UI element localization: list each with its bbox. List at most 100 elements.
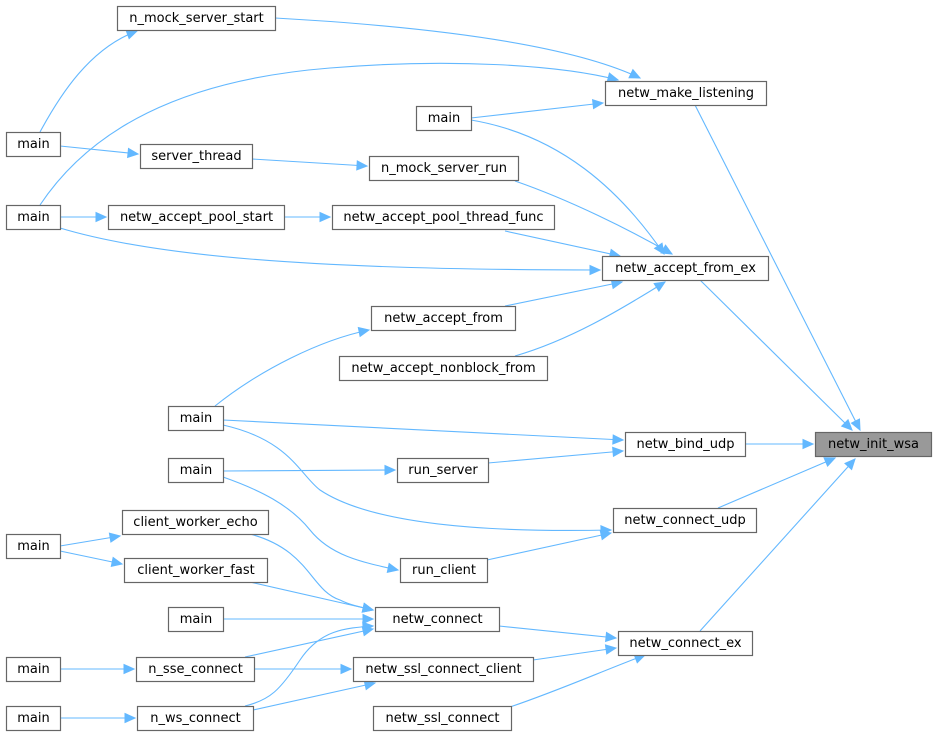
node-label: main	[17, 137, 49, 152]
arrowhead-icon	[653, 242, 665, 256]
node-netw_ssl_connect[interactable]: netw_ssl_connect	[372, 705, 513, 732]
node-label: main	[17, 711, 49, 726]
node-label: client_worker_echo	[133, 515, 257, 530]
edge-server_thread-to-n_mock_server_run	[251, 158, 368, 167]
node-netw_connect_udp[interactable]: netw_connect_udp	[612, 507, 758, 534]
node-box[interactable]	[374, 606, 501, 633]
node-netw_accept_nonblock_from[interactable]: netw_accept_nonblock_from	[338, 355, 549, 382]
edge-n_ws_connect-to-netw_connect	[244, 625, 374, 707]
node-main_g[interactable]: main	[167, 606, 225, 633]
node-label: main	[17, 210, 49, 225]
node-netw_accept_from[interactable]: netw_accept_from	[370, 305, 517, 332]
node-main_a[interactable]: main	[5, 131, 62, 158]
node-server_thread[interactable]: server_thread	[139, 143, 254, 170]
node-box[interactable]	[139, 143, 254, 170]
node-netw_accept_pool_thread_func[interactable]: netw_accept_pool_thread_func	[331, 204, 556, 231]
arrowhead-icon	[653, 281, 667, 293]
edge-main_b-to-netw_make_listening	[39, 62, 619, 206]
node-main_i[interactable]: main	[5, 705, 62, 732]
node-box[interactable]	[624, 431, 747, 458]
edge-netw_connect-to-netw_connect_ex	[498, 625, 617, 639]
node-netw_connect_ex[interactable]: netw_connect_ex	[617, 630, 754, 657]
node-box[interactable]	[136, 705, 255, 732]
edge-main_d-to-netw_bind_udp	[222, 419, 624, 441]
arrowhead-icon	[95, 211, 108, 223]
node-box[interactable]	[123, 557, 269, 584]
node-label: main	[180, 463, 212, 478]
node-box[interactable]	[352, 656, 535, 683]
node-box[interactable]	[135, 656, 256, 683]
node-box[interactable]	[370, 305, 517, 332]
node-box[interactable]	[107, 204, 286, 231]
node-box[interactable]	[338, 355, 549, 382]
node-box[interactable]	[399, 557, 489, 584]
node-box[interactable]	[415, 105, 473, 132]
node-main_d[interactable]: main	[167, 405, 225, 432]
node-n_mock_server_start[interactable]: n_mock_server_start	[116, 5, 277, 32]
arrowhead-icon	[605, 631, 618, 643]
node-run_server[interactable]: run_server	[396, 457, 490, 484]
node-n_ws_connect[interactable]: n_ws_connect	[136, 705, 255, 732]
node-netw_connect[interactable]: netw_connect	[374, 606, 501, 633]
node-box[interactable]	[5, 204, 62, 231]
edge-main_c-to-netw_accept_from_ex	[470, 119, 665, 255]
node-box[interactable]	[612, 507, 758, 534]
arrowhead-icon	[362, 621, 375, 633]
edge-n_sse_connect-to-netw_connect	[244, 628, 374, 658]
arrowhead-icon	[599, 530, 613, 541]
arrowhead-icon	[840, 418, 853, 431]
edge-netw_connect_udp-to-netw_init_wsa	[717, 457, 836, 509]
arrowhead-icon	[356, 160, 369, 171]
node-client_worker_echo[interactable]: client_worker_echo	[121, 509, 270, 536]
node-main_e[interactable]: main	[167, 457, 225, 484]
edge-n_mock_server_run-to-netw_accept_from_ex	[514, 180, 673, 255]
node-box[interactable]	[604, 80, 768, 107]
node-box[interactable]	[116, 5, 277, 32]
node-box[interactable]	[167, 457, 225, 484]
node-box[interactable]	[167, 606, 225, 633]
node-box[interactable]	[121, 509, 270, 536]
node-label: netw_accept_pool_start	[120, 210, 273, 225]
node-main_c[interactable]: main	[415, 105, 473, 132]
node-box[interactable]	[5, 656, 62, 683]
arrowhead-icon	[802, 438, 815, 450]
node-client_worker_fast[interactable]: client_worker_fast	[123, 557, 269, 584]
node-box[interactable]	[368, 155, 520, 182]
edge-main_b-to-netw_accept_from_ex	[59, 227, 601, 271]
edge-main_a-to-n_mock_server_start	[39, 30, 138, 133]
node-label: n_sse_connect	[148, 662, 243, 677]
node-box[interactable]	[167, 405, 225, 432]
node-box[interactable]	[5, 533, 62, 560]
node-n_mock_server_run[interactable]: n_mock_server_run	[368, 155, 520, 182]
node-main_h[interactable]: main	[5, 656, 62, 683]
arrowhead-icon	[844, 458, 856, 471]
node-box[interactable]	[331, 204, 556, 231]
node-label: main	[17, 539, 49, 554]
node-box[interactable]	[617, 630, 754, 657]
node-netw_ssl_connect_client[interactable]: netw_ssl_connect_client	[352, 656, 535, 683]
node-box[interactable]	[5, 705, 62, 732]
node-box[interactable]	[372, 705, 513, 732]
node-n_sse_connect[interactable]: n_sse_connect	[135, 656, 256, 683]
node-box[interactable]	[5, 131, 62, 158]
node-run_client[interactable]: run_client	[399, 557, 489, 584]
node-box[interactable]	[396, 457, 490, 484]
edge-client_worker_fast-to-netw_connect	[249, 581, 374, 611]
node-label: netw_accept_nonblock_from	[351, 361, 535, 376]
arrowhead-icon	[591, 98, 605, 110]
edge-netw_accept_nonblock_from-to-netw_accept_from_ex	[514, 281, 666, 357]
node-netw_make_listening[interactable]: netw_make_listening	[604, 80, 768, 107]
node-main_f[interactable]: main	[5, 533, 62, 560]
arrowhead-icon	[604, 644, 618, 655]
node-label: main	[180, 612, 212, 627]
node-label: n_mock_server_run	[381, 161, 507, 176]
node-label: netw_connect	[392, 612, 482, 627]
node-box[interactable]	[601, 255, 770, 282]
node-netw_accept_from_ex[interactable]: netw_accept_from_ex	[601, 255, 770, 282]
edge-netw_accept_from-to-netw_accept_from_ex	[504, 281, 623, 307]
node-netw_accept_pool_start[interactable]: netw_accept_pool_start	[107, 204, 286, 231]
node-netw_bind_udp[interactable]: netw_bind_udp	[624, 431, 747, 458]
edge-n_mock_server_start-to-netw_make_listening	[274, 17, 641, 79]
node-main_b[interactable]: main	[5, 204, 62, 231]
